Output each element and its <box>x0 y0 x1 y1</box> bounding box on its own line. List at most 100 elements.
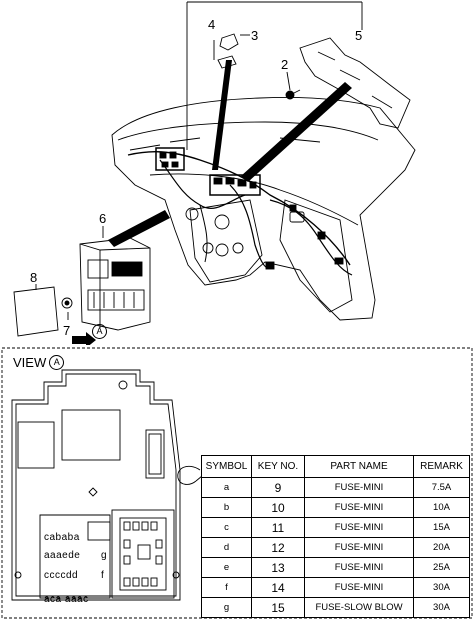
leader-band <box>108 210 170 247</box>
relay-slot-right-inner <box>148 433 162 475</box>
label-plate <box>13 286 59 337</box>
callout-6: 6 <box>99 211 107 226</box>
mount-hole <box>14 571 22 579</box>
fuse-letters-row2: aaaede <box>44 550 81 561</box>
cell-symbol: d <box>201 537 252 558</box>
cell-symbol: g <box>201 597 252 618</box>
leader-band <box>241 82 352 182</box>
large-fuse-slot <box>87 521 111 541</box>
cell-remark: 15A <box>413 517 470 538</box>
table-row: b 10 FUSE-MINI 10A <box>201 497 470 518</box>
wiring-harness <box>229 184 271 269</box>
header-key-no: KEY NO. <box>251 455 305 478</box>
glovebox <box>279 199 353 313</box>
callout-2: 2 <box>281 57 289 72</box>
view-arrow <box>72 332 96 345</box>
relay-slot-left <box>17 421 55 469</box>
cell-part-name: FUSE-MINI <box>304 577 414 598</box>
table-hook <box>177 465 201 485</box>
callout-4: 4 <box>208 17 216 32</box>
cell-part-name: FUSE-SLOW BLOW <box>304 597 414 618</box>
connector-cluster-center <box>209 174 261 196</box>
cell-key-no: 10 <box>251 497 305 518</box>
cell-remark: 7.5A <box>413 477 470 498</box>
table-row: g 15 FUSE-SLOW BLOW 30A <box>201 597 470 618</box>
mount-hole <box>118 380 128 390</box>
cell-part-name: FUSE-MINI <box>304 497 414 518</box>
dashboard-outline <box>111 97 416 321</box>
cell-key-no: 13 <box>251 557 305 578</box>
connector-inner <box>119 517 167 591</box>
callout-7: 7 <box>63 323 71 338</box>
cell-part-name: FUSE-MINI <box>304 537 414 558</box>
leader-line <box>286 71 291 91</box>
cell-remark: 10A <box>413 497 470 518</box>
nut-part <box>61 297 73 309</box>
table-row: d 12 FUSE-MINI 20A <box>201 537 470 558</box>
knob-right <box>232 242 244 254</box>
cell-remark: 30A <box>413 577 470 598</box>
clip-part <box>217 55 237 69</box>
connector-block <box>111 509 175 599</box>
junction-box <box>79 237 151 331</box>
dashboard-top-edge <box>117 121 379 141</box>
center-console <box>189 199 263 283</box>
table-row: e 13 FUSE-MINI 25A <box>201 557 470 578</box>
connector-cluster-right <box>265 204 344 270</box>
cell-key-no: 14 <box>251 577 305 598</box>
cell-remark: 30A <box>413 597 470 618</box>
cell-part-name: FUSE-MINI <box>304 557 414 578</box>
screw-part <box>285 89 301 100</box>
fuse-spec-table: SYMBOL KEY NO. PART NAME REMARK a 9 FUSE… <box>201 455 470 618</box>
wiring-harness <box>199 204 208 263</box>
fuse-box-inner <box>15 373 177 597</box>
callout-8: 8 <box>30 270 38 285</box>
cell-symbol: c <box>201 517 252 538</box>
dashboard-lower-edge <box>149 173 359 226</box>
cell-key-no: 15 <box>251 597 305 618</box>
view-a-label: VIEW A <box>13 355 65 370</box>
fuse-area <box>39 514 111 599</box>
clip-part <box>219 33 239 51</box>
fuse-letters-row1: cababa <box>44 532 80 543</box>
relay-slot-right <box>145 429 165 479</box>
callout-5: 5 <box>355 28 363 43</box>
table-header-row: SYMBOL KEY NO. PART NAME REMARK <box>201 455 470 478</box>
cell-part-name: FUSE-MINI <box>304 517 414 538</box>
fuse-letter-f: f <box>101 570 105 581</box>
arrow-marker <box>88 487 98 497</box>
vent-center <box>214 214 230 230</box>
cell-part-name: FUSE-MINI <box>304 477 414 498</box>
bracket-detail <box>317 51 393 109</box>
cell-remark: 25A <box>413 557 470 578</box>
callout-3: 3 <box>251 28 259 43</box>
leader-band <box>212 60 232 170</box>
relay-slot-top <box>61 409 121 461</box>
view-ref-circle: A <box>49 355 65 370</box>
cell-key-no: 12 <box>251 537 305 558</box>
view-frame <box>1 347 473 619</box>
table-row: f 14 FUSE-MINI 30A <box>201 577 470 598</box>
vent-center-2 <box>215 243 229 257</box>
view-label-text: VIEW <box>13 355 47 370</box>
cell-symbol: b <box>201 497 252 518</box>
header-symbol: SYMBOL <box>201 455 252 478</box>
table-row: a 9 FUSE-MINI 7.5A <box>201 477 470 498</box>
connector-cluster-left <box>155 147 185 171</box>
table-row: c 11 FUSE-MINI 15A <box>201 517 470 538</box>
fuse-letters-row3: ccccdd <box>44 570 79 581</box>
header-remark: REMARK <box>413 455 470 478</box>
connector-pins <box>123 521 163 587</box>
cell-symbol: f <box>201 577 252 598</box>
wiring-harness <box>269 199 353 276</box>
cell-key-no: 9 <box>251 477 305 498</box>
cell-symbol: a <box>201 477 252 498</box>
header-part-name: PART NAME <box>304 455 414 478</box>
fuse-letter-g: g <box>101 550 108 561</box>
view-a-fuse-box <box>1 347 473 619</box>
vent-left <box>185 207 199 221</box>
view-ref-marker: A <box>92 324 107 339</box>
cell-remark: 20A <box>413 537 470 558</box>
mount-hole <box>172 571 180 579</box>
cell-symbol: e <box>201 557 252 578</box>
